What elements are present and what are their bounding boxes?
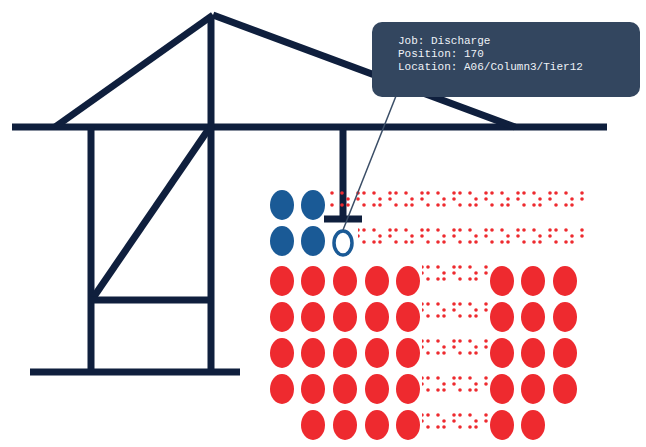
container-red xyxy=(553,374,577,404)
container-red xyxy=(521,338,545,368)
crane-leg xyxy=(88,127,95,372)
empty-slots xyxy=(328,188,586,222)
container-red xyxy=(553,338,577,368)
container-red xyxy=(396,374,420,404)
crane-crossbar xyxy=(91,297,211,304)
container-red xyxy=(521,410,545,440)
container-red xyxy=(490,302,514,332)
container-red xyxy=(490,410,514,440)
container-red xyxy=(365,410,389,440)
container-red xyxy=(333,374,357,404)
container-red xyxy=(490,266,514,296)
container-red xyxy=(396,410,420,440)
container-red xyxy=(333,266,357,296)
job-tooltip: Job: DischargePosition: 170Location: A06… xyxy=(372,22,640,97)
container-red xyxy=(333,410,357,440)
container-red xyxy=(365,266,389,296)
container-red xyxy=(270,302,294,332)
crane-boom xyxy=(12,124,607,131)
empty-slots xyxy=(358,224,586,258)
container-red xyxy=(333,302,357,332)
container-red xyxy=(396,302,420,332)
container-red xyxy=(333,338,357,368)
container-red xyxy=(365,302,389,332)
container-red xyxy=(301,266,325,296)
container-red xyxy=(396,266,420,296)
container-red xyxy=(301,302,325,332)
container-blue xyxy=(270,190,294,220)
container-red xyxy=(270,338,294,368)
container-red xyxy=(521,302,545,332)
container-red xyxy=(553,302,577,332)
container-red xyxy=(301,374,325,404)
container-red xyxy=(396,338,420,368)
tooltip-line: Job: Discharge xyxy=(398,35,630,48)
crane-stay xyxy=(55,15,213,127)
container-red xyxy=(521,266,545,296)
target-container xyxy=(334,231,352,255)
container-red xyxy=(490,374,514,404)
container-red xyxy=(270,374,294,404)
container-blue xyxy=(301,190,325,220)
container-blue xyxy=(301,226,325,256)
crane-base xyxy=(30,369,240,376)
tooltip-line: Location: A06/Column3/Tier12 xyxy=(398,61,630,74)
crane-brace xyxy=(93,130,208,298)
tooltip-line: Position: 170 xyxy=(398,48,630,61)
container-red xyxy=(270,266,294,296)
container-red xyxy=(301,338,325,368)
container-red xyxy=(365,338,389,368)
container-red xyxy=(301,410,325,440)
empty-slots xyxy=(422,264,488,442)
container-red xyxy=(521,374,545,404)
container-red xyxy=(490,338,514,368)
leader-line xyxy=(343,96,396,230)
container-red xyxy=(365,374,389,404)
container-red xyxy=(553,266,577,296)
crane-leg xyxy=(208,15,215,372)
container-blue xyxy=(270,226,294,256)
